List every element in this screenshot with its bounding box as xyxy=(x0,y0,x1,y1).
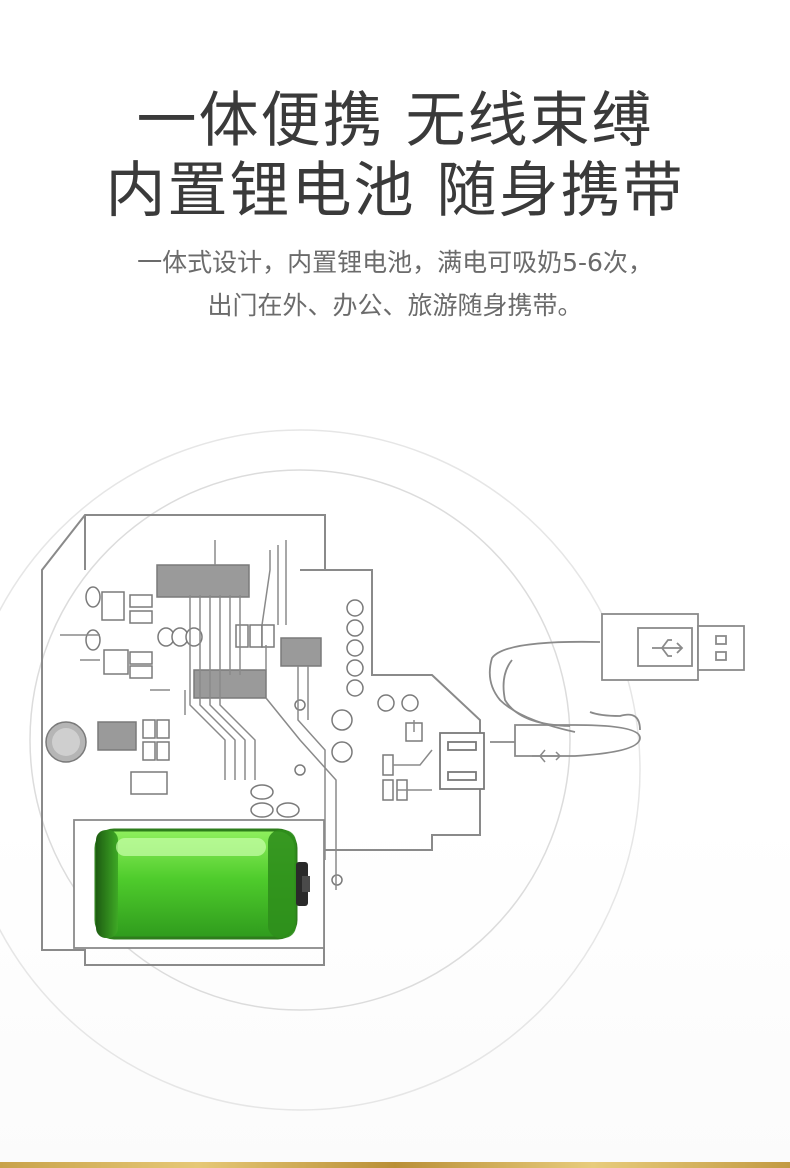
battery-icon xyxy=(73,819,325,949)
headline-line-1: 一体便携 无线束缚 xyxy=(136,86,654,156)
micro-usb-plug-icon xyxy=(532,749,562,763)
background-rings xyxy=(0,429,641,1111)
headline-line-2: 内置锂电池 随身携带 xyxy=(105,156,685,226)
bottom-decor-strip xyxy=(0,1162,790,1168)
micro-usb-port xyxy=(439,732,485,790)
circuit-traces xyxy=(60,540,433,890)
description-line-1: 一体式设计，内置锂电池，满电可吸奶5-6次， xyxy=(137,248,653,277)
circuit-board-icon xyxy=(41,514,481,966)
usb-cable xyxy=(488,640,641,757)
circuit-board-illustration xyxy=(0,429,745,1111)
usb-icon xyxy=(601,613,745,681)
description-line-2: 出门在外、办公、旅游随身携带。 xyxy=(207,291,583,320)
